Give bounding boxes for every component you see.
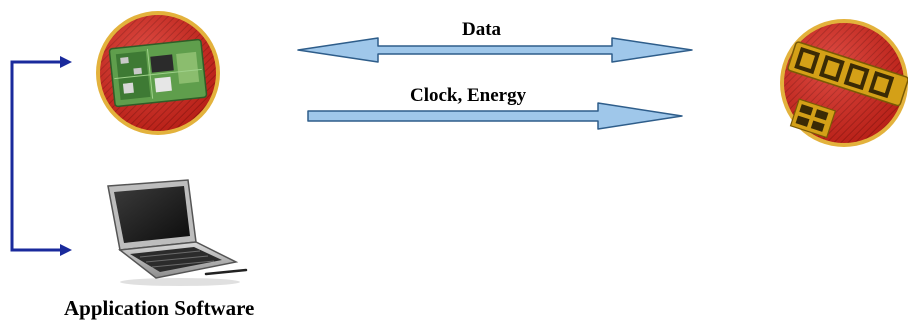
laptop-icon	[107, 179, 248, 286]
clock-energy-arrow	[307, 102, 683, 130]
connector-arrowhead-bottom	[60, 244, 72, 256]
connector-bracket	[10, 56, 72, 256]
data-label: Data	[462, 19, 502, 40]
connector-arrowhead-top	[60, 56, 72, 68]
rfid-tag-chip-icon	[780, 19, 908, 147]
clock-energy-label: Clock, Energy	[410, 85, 527, 106]
data-double-arrow	[297, 37, 693, 63]
application-software-label: Application Software	[64, 296, 255, 320]
rfid-reader-board-icon	[96, 11, 220, 135]
